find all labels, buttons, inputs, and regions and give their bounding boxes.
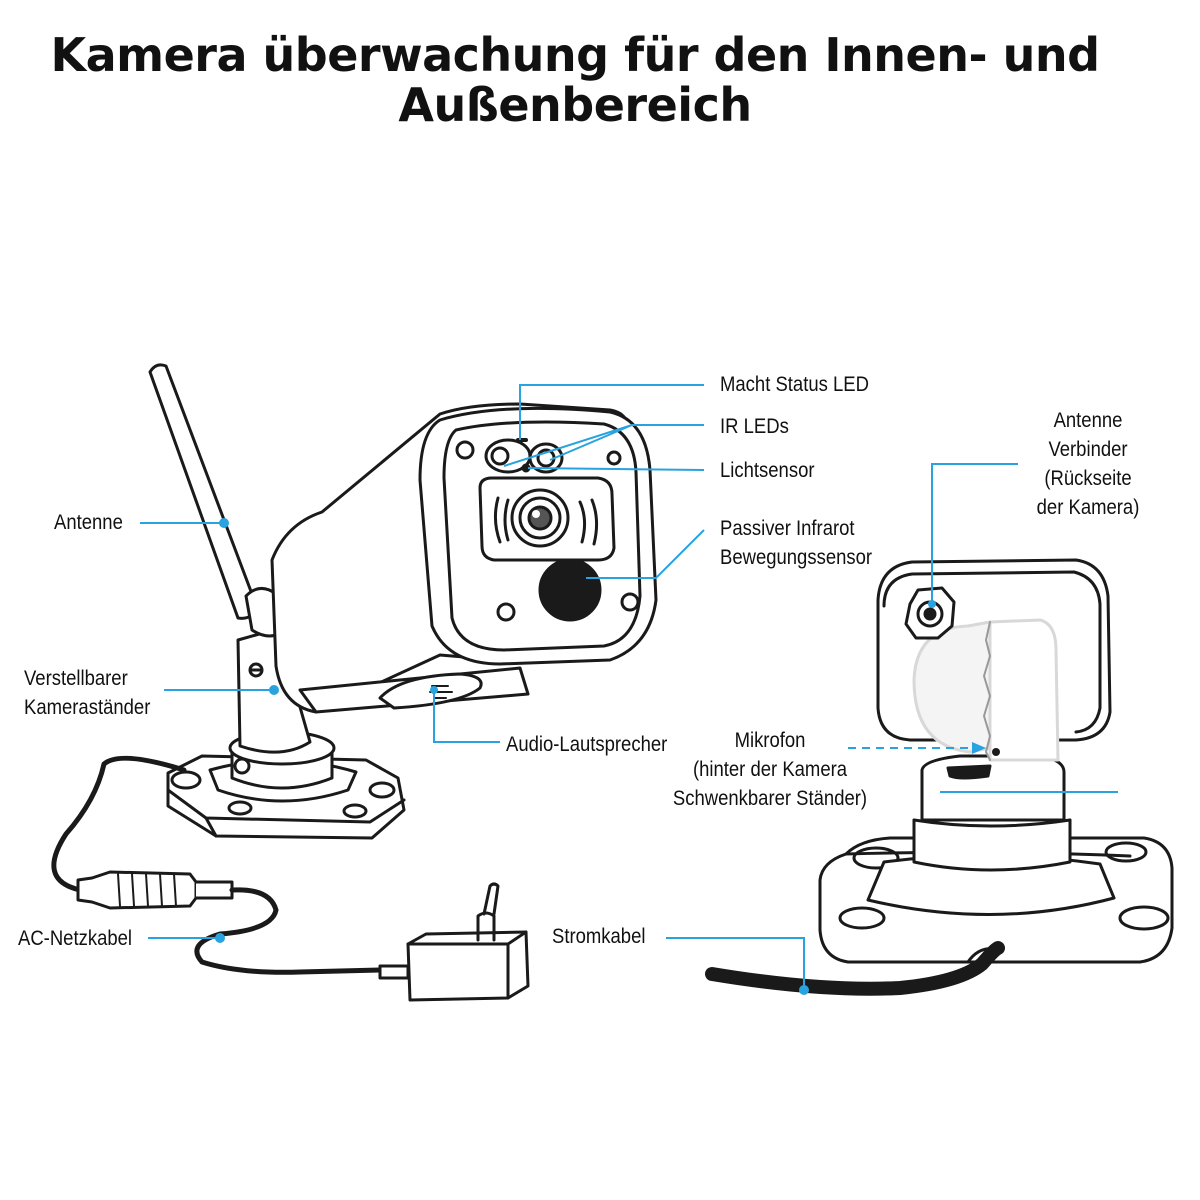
- label-mic-line-3: Schwenkbarer Ständer): [672, 787, 868, 810]
- label-pir-sensor: Passiver Infrarot Bewegungssensor: [720, 514, 872, 572]
- label-antenna-connector-line-3: (Rückseite: [1044, 467, 1132, 490]
- label-light-sensor: Lichtsensor: [720, 459, 815, 482]
- rear-camera-icon: [705, 558, 1174, 996]
- label-pir-line-2: Bewegungssensor: [720, 546, 873, 569]
- label-speaker: Audio-Lautsprecher: [506, 733, 668, 756]
- label-antenna-connector-line-4: der Kamera): [1036, 496, 1140, 519]
- label-antenna: Antenne: [54, 511, 123, 534]
- title-line-2: Außenbereich: [398, 78, 752, 132]
- page-title: Kamera überwachung für den Innen- und Au…: [0, 30, 1150, 130]
- label-antenna-connector-line-2: Verbinder: [1048, 438, 1128, 461]
- title-line-1: Kamera überwachung für den Innen- und: [50, 28, 1100, 82]
- label-mic-line-2: (hinter der Kamera: [692, 758, 848, 781]
- label-antenna-connector: Antenne Verbinder (Rückseite der Kamera): [1019, 406, 1156, 522]
- front-camera-icon: [148, 363, 658, 840]
- leader-lines: [140, 384, 1118, 990]
- label-pir-line-1: Passiver Infrarot: [720, 517, 855, 540]
- label-status-led: Macht Status LED: [720, 373, 869, 396]
- label-adjustable-stand: Verstellbarer Kameraständer: [24, 664, 150, 722]
- label-antenna-connector-line-1: Antenne: [1053, 409, 1123, 432]
- leader-dots: [215, 518, 986, 995]
- label-power-cable: Stromkabel: [552, 925, 646, 948]
- label-mic-line-1: Mikrofon: [734, 729, 806, 752]
- label-ir-leds: IR LEDs: [720, 415, 789, 438]
- label-ac-cable: AC-Netzkabel: [18, 927, 133, 950]
- label-microphone: Mikrofon (hinter der Kamera Schwenkbarer…: [656, 726, 885, 813]
- label-stand-line-1: Verstellbarer: [24, 667, 128, 690]
- power-adapter-icon: [406, 882, 530, 1002]
- label-stand-line-2: Kameraständer: [24, 696, 151, 719]
